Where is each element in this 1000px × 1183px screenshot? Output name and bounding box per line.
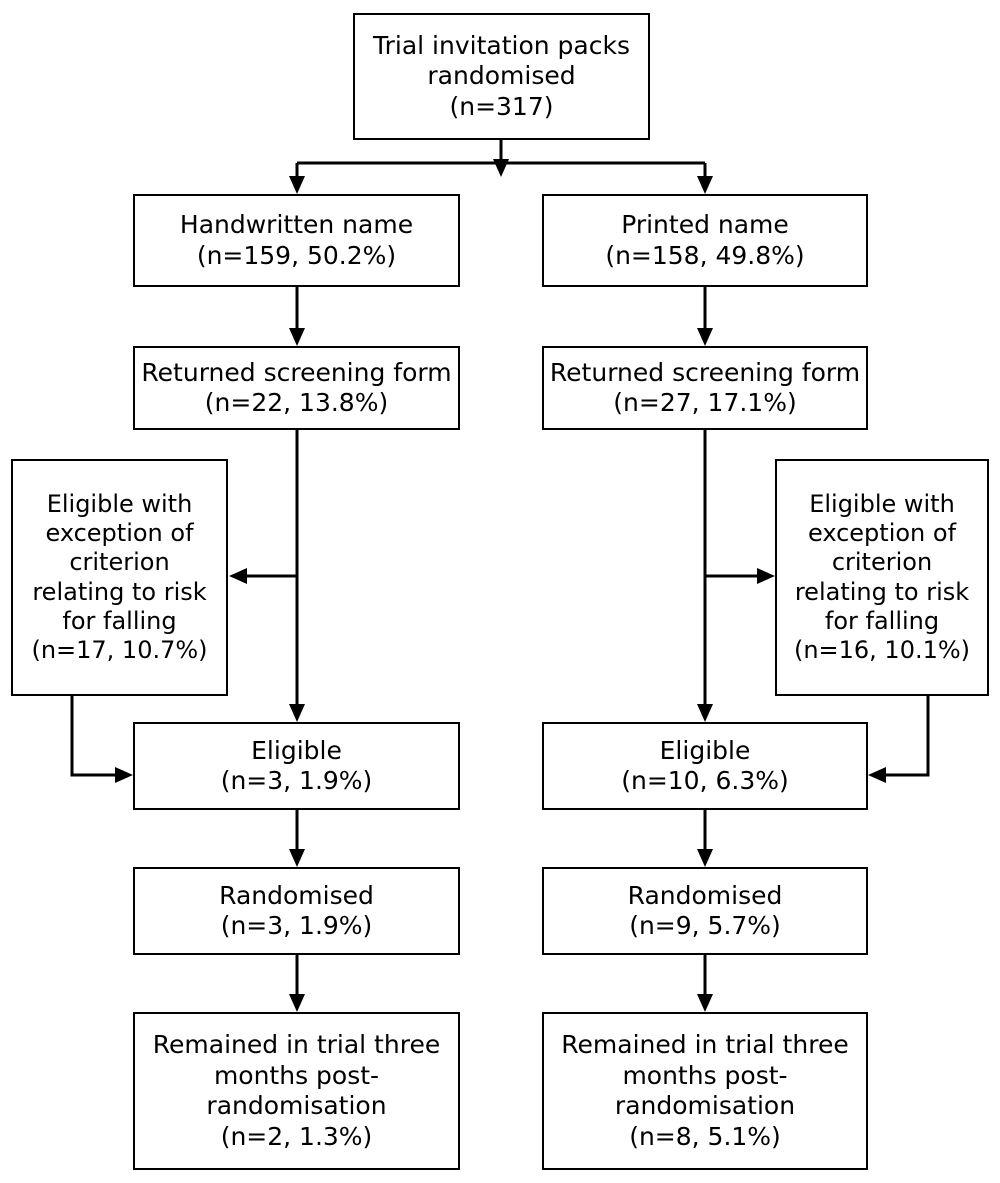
node-count: (n=2, 1.3%) [220,1121,373,1151]
arrowhead-right-branch-to-exception [757,568,775,584]
node-line: for falling [62,606,177,635]
node-line: criterion [69,548,170,577]
node-left-eligible-with-exception: Eligible with exception of criterion rel… [11,459,228,696]
arrowhead-split-left [289,176,305,194]
node-line: relating to risk [794,577,970,606]
arrowhead-left-eligible-to-randomised [289,849,305,867]
node-left-remained-in-trial: Remained in trial three months post- ran… [133,1012,460,1170]
node-line: Printed name [621,210,789,239]
node-count: (n=317) [449,91,554,121]
node-right-eligible-with-exception: Eligible with exception of criterion rel… [775,459,989,696]
arrowhead-left-exception-to-eligible [115,767,133,783]
node-count: (n=10, 6.3%) [621,766,789,795]
node-handwritten-name: Handwritten name (n=159, 50.2%) [133,194,460,287]
node-line: Eligible [659,735,751,765]
node-count: (n=16, 10.1%) [793,636,971,665]
node-left-randomised: Randomised (n=3, 1.9%) [133,867,460,955]
node-line: exception of [807,518,957,547]
node-line: Eligible with [46,489,193,518]
node-right-returned-screening-form: Returned screening form (n=27, 17.1%) [542,346,868,430]
node-line: Remained in trial three [152,1030,441,1059]
node-count: (n=22, 13.8%) [204,388,389,417]
connector-right-exception-to-eligible [884,696,930,777]
node-line: exception of [45,518,194,547]
node-line: randomisation [614,1091,796,1120]
node-count: (n=158, 49.8%) [605,240,805,270]
node-line: for falling [824,606,940,635]
node-line: Returned screening form [549,357,861,387]
arrowhead-left-branch-to-exception [229,568,247,584]
node-count: (n=159, 50.2%) [196,240,397,270]
arrowhead-right-alloc-to-returned [697,328,713,346]
node-right-randomised: Randomised (n=9, 5.7%) [542,867,868,955]
node-line: Handwritten name [179,210,414,239]
node-printed-name: Printed name (n=158, 49.8%) [542,194,868,287]
node-line: months post- [622,1060,788,1090]
arrowhead-right-returned-to-eligible [697,704,713,722]
node-count: (n=17, 10.7%) [31,636,208,665]
node-line: randomised [427,61,576,91]
node-line: Randomised [627,880,783,910]
node-line: relating to risk [32,577,207,606]
node-count: (n=3, 1.9%) [220,911,373,940]
arrowhead-left-randomised-to-remained [289,994,305,1012]
node-line: Randomised [219,880,374,910]
node-right-remained-in-trial: Remained in trial three months post- ran… [542,1012,868,1170]
arrowhead-right-exception-to-eligible [868,767,886,783]
node-count: (n=3, 1.9%) [220,766,373,795]
node-right-eligible: Eligible (n=10, 6.3%) [542,722,868,810]
node-line: Trial invitation packs [373,30,630,60]
connector-left-exception-to-eligible [70,696,117,777]
node-line: criterion [831,548,933,577]
arrowhead-split-right [697,176,713,194]
node-line: months post- [213,1060,380,1090]
node-trial-invitation-packs-randomised: Trial invitation packs randomised (n=317… [353,13,650,140]
node-count: (n=27, 17.1%) [613,388,797,417]
node-left-returned-screening-form: Returned screening form (n=22, 13.8%) [133,346,460,430]
arrowhead-left-returned-to-eligible [289,704,305,722]
node-line: Returned screening form [141,357,452,387]
node-line: Remained in trial three [561,1030,849,1059]
node-count: (n=9, 5.7%) [629,911,781,940]
arrowhead-right-eligible-to-randomised [697,849,713,867]
node-line: randomisation [206,1091,387,1120]
arrowhead-right-randomised-to-remained [697,994,713,1012]
node-left-eligible: Eligible (n=3, 1.9%) [133,722,460,810]
node-line: Eligible with [809,489,955,518]
node-line: Eligible [251,735,342,765]
node-count: (n=8, 5.1%) [629,1121,781,1151]
arrowhead-left-alloc-to-returned [289,328,305,346]
